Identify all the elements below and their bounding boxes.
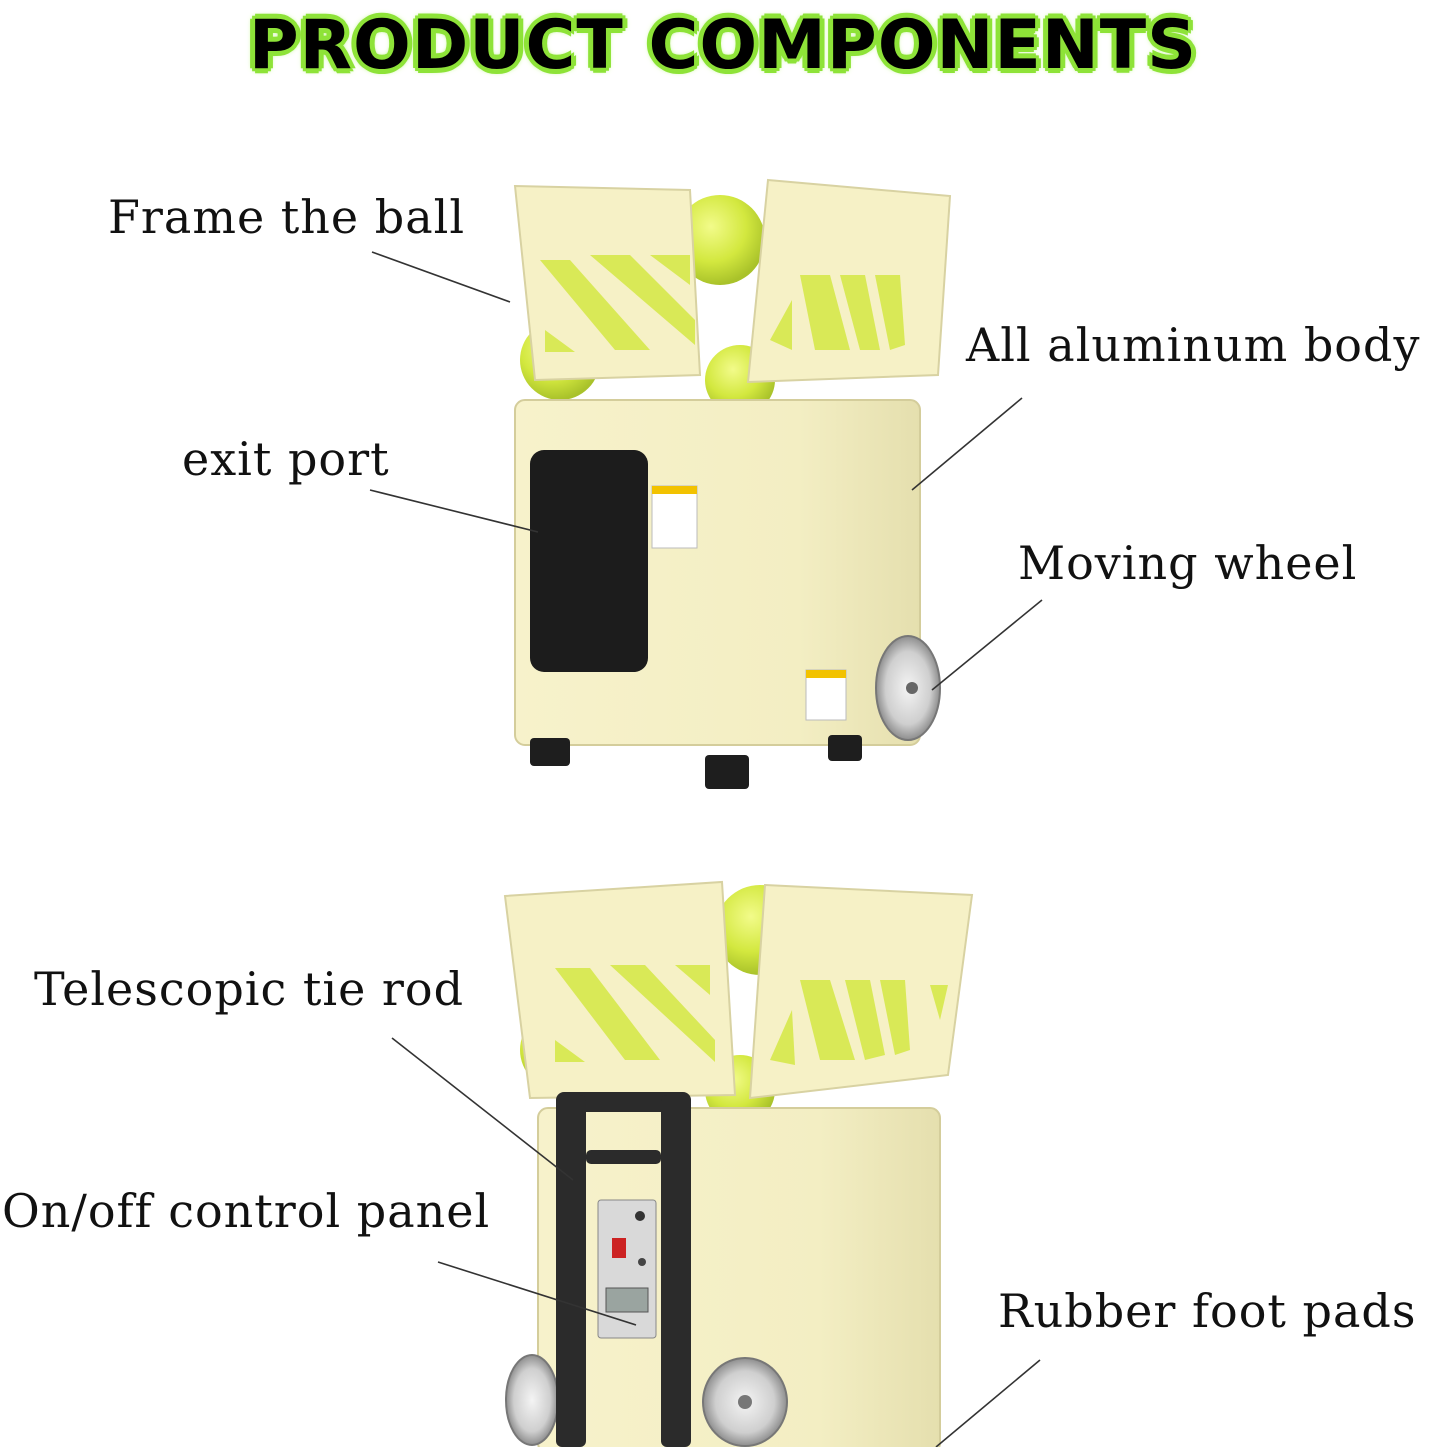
control-panel: [597, 1199, 657, 1339]
machine-body-bottom: [537, 1107, 941, 1447]
leader-lines-bottom: [391, 1037, 1041, 1447]
label-telescopic-tie-rod: Telescopic tie rod: [34, 962, 465, 1016]
label-all-aluminum-body: All aluminum body: [966, 318, 1421, 372]
machine-top: [513, 178, 952, 789]
foot-pad: [530, 738, 570, 766]
wheel-right-bottom: [702, 1357, 788, 1447]
ball-frame-right-bottom: [748, 883, 974, 1100]
leader-lines-top: [369, 251, 1043, 691]
moving-wheel-top: [875, 635, 941, 741]
label-moving-wheel: Moving wheel: [1018, 536, 1358, 590]
label-on-off-control-panel: On/off control panel: [2, 1184, 491, 1238]
label-frame-the-ball: Frame the ball: [108, 190, 466, 244]
label-exit-port: exit port: [182, 432, 390, 486]
page-title: PRODUCT COMPONENTS: [248, 6, 1198, 85]
foot-pad: [828, 735, 862, 761]
wheel-left-bottom: [505, 1354, 559, 1446]
ball-frame-right: [746, 178, 952, 384]
machine-bottom: [503, 880, 974, 1447]
ball-frame-left-bottom: [503, 880, 737, 1100]
telescopic-tie-rod: [556, 1092, 691, 1447]
ball-frame-left: [513, 184, 702, 382]
label-rubber-foot-pads: Rubber foot pads: [998, 1284, 1417, 1338]
exit-port-window: [530, 450, 648, 672]
warning-label: [651, 485, 847, 721]
foot-pad: [705, 755, 749, 789]
